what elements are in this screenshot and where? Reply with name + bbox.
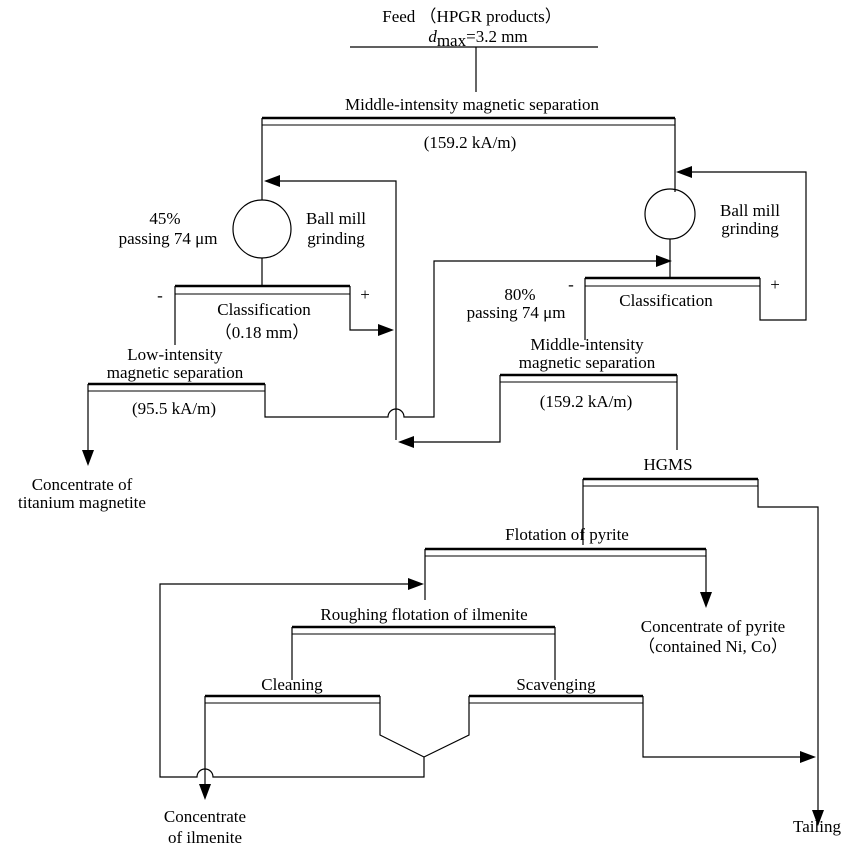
mims2-label-1: Middle-intensity xyxy=(530,335,644,354)
mill2-feed-arrow xyxy=(656,255,672,267)
mims2-field: (159.2 kA/m) xyxy=(540,392,633,411)
scavenging-label: Scavenging xyxy=(516,675,596,694)
class1-cut: （0.18 mm） xyxy=(215,323,309,342)
ball-mill-1 xyxy=(232,199,292,259)
class2-plus: + xyxy=(770,275,780,294)
class1-minus: - xyxy=(157,286,163,305)
pyrite-conc-arrow xyxy=(700,592,712,608)
class1-plus-line xyxy=(349,286,378,331)
mill2-label-1: Ball mill xyxy=(720,201,780,220)
class2-minus: - xyxy=(568,275,574,294)
feed-dmax: dmax=3.2 mm xyxy=(428,27,527,50)
roughing-label: Roughing flotation of ilmenite xyxy=(320,605,527,624)
conc-ti-label-2: titanium magnetite xyxy=(18,493,146,512)
class1-bar xyxy=(175,284,350,295)
lims-bar xyxy=(88,382,265,392)
class2-label: Classification xyxy=(619,291,713,310)
tailing-label: Tailing xyxy=(793,817,841,836)
middlings-recycle-line xyxy=(159,583,425,778)
class2-plus-recycle-arrow xyxy=(676,166,692,178)
mims1-label: Middle-intensity magnetic separation xyxy=(345,95,599,114)
mill2-passing-pct: 80% xyxy=(504,285,535,304)
flot-pyrite-bar xyxy=(425,547,706,557)
scavenging-tail-arrow xyxy=(800,751,816,763)
roughing-bar xyxy=(292,625,555,635)
mims1-field: (159.2 kA/m) xyxy=(424,133,517,152)
scavenging-tail-line xyxy=(642,696,800,758)
class1-plus-arrow xyxy=(378,324,394,336)
ilmenite-conc-arrow xyxy=(199,784,211,800)
mill2-label-2: grinding xyxy=(721,219,779,238)
mill1-passing-pct: 45% xyxy=(149,209,180,228)
class1-plus: + xyxy=(360,285,370,304)
mims2-label-2: magnetic separation xyxy=(519,353,656,372)
cleaning-bar xyxy=(205,694,380,704)
mims2-bar xyxy=(500,373,677,383)
ball-mill-2 xyxy=(644,188,696,240)
hgms-bar xyxy=(583,477,758,487)
mill2-passing-size: passing 74 μm xyxy=(467,303,566,322)
class2-bar xyxy=(585,276,760,287)
conc-ilm-label-1: Concentrate xyxy=(164,807,246,826)
lims-label-1: Low-intensity xyxy=(127,345,223,364)
middlings-merge-line xyxy=(379,696,470,758)
cleaning-label: Cleaning xyxy=(261,675,323,694)
conc-pyrite-label-2: （contained Ni, Co） xyxy=(638,637,788,656)
mims2-conc-line xyxy=(414,375,501,443)
mill1-label-2: grinding xyxy=(307,229,365,248)
middlings-recycle-arrow xyxy=(408,578,424,590)
lims-label-2: magnetic separation xyxy=(107,363,244,382)
mill1-recycle-arrow xyxy=(264,175,280,187)
conc-ti-label-1: Concentrate of xyxy=(32,475,133,494)
hgms-label: HGMS xyxy=(643,455,692,474)
lims-field: (95.5 kA/m) xyxy=(132,399,216,418)
feed-label: Feed （HPGR products） xyxy=(382,7,561,26)
class2-plus-recycle-line xyxy=(692,171,807,321)
conc-pyrite-label-1: Concentrate of pyrite xyxy=(641,617,785,636)
scavenging-bar xyxy=(469,694,643,704)
mims2-conc-arrow xyxy=(398,436,414,448)
mims1-bar xyxy=(262,116,675,126)
lims-conc-arrow xyxy=(82,450,94,466)
conc-ilm-label-2: of ilmenite xyxy=(168,828,242,847)
flot-pyrite-label: Flotation of pyrite xyxy=(505,525,629,544)
hgms-tail-line xyxy=(757,479,819,812)
mill1-passing-size: passing 74 μm xyxy=(119,229,218,248)
tailing-arrow xyxy=(812,810,824,826)
lims-tail-line xyxy=(264,260,656,418)
class1-label: Classification xyxy=(217,300,311,319)
mill1-label-1: Ball mill xyxy=(306,209,366,228)
mill1-recycle-line xyxy=(280,180,397,326)
